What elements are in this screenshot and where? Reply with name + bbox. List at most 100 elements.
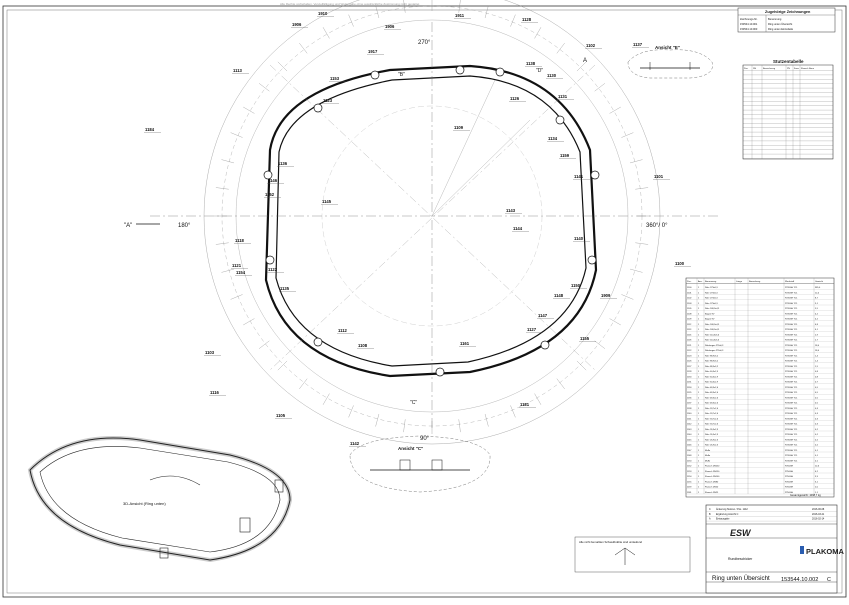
- parts-cell-21-2: Rohr 48,3x2,6: [705, 396, 719, 399]
- parts-cell-10-0: 1118: [687, 340, 692, 342]
- detail-c-title: Ansicht "C": [398, 446, 423, 451]
- parts-cell-24-2: Rohr 33,7x2,6: [705, 412, 719, 415]
- parts-cell-17-5: P235GH TC1: [785, 376, 798, 378]
- parts-cell-29-1: 1: [698, 439, 700, 441]
- parts-cell-12-6: 18,0: [815, 350, 820, 352]
- ref-table-frame: [737, 7, 836, 33]
- parts-cell-18-5: P235GH TC1: [785, 382, 798, 384]
- callout-1138: 1138: [526, 61, 536, 66]
- parts-cell-14-0: 1126: [687, 361, 692, 363]
- tick-33: [348, 14, 354, 27]
- rev-1-date: 2016-03-21: [812, 513, 825, 516]
- parts-cell-38-6: 2,0: [815, 487, 819, 489]
- callout-1105: 1105: [276, 413, 286, 418]
- parts-cell-36-2: Flansch DN100: [705, 476, 720, 478]
- callout-1184: 1184: [145, 127, 155, 132]
- ref-row-0-no: Zeichnungs-Nr.: [740, 17, 758, 21]
- view-label-a-left: "A": [124, 223, 132, 229]
- stutzen-header-2: Bezeichnung: [763, 68, 776, 70]
- parts-cell-13-5: P235GH TC1: [785, 355, 798, 357]
- parts-cell-21-0: 1136: [687, 397, 692, 399]
- parts-cell-8-1: 1: [698, 329, 700, 331]
- parts-cell-1-1: 1: [698, 292, 700, 294]
- parts-cell-28-5: P235GH TC1: [785, 434, 798, 436]
- parts-cell-6-1: 1: [698, 319, 700, 321]
- tick-45: [621, 132, 634, 138]
- parts-cell-38-5: P250GH: [785, 487, 793, 489]
- iso-ring-outer: [29, 437, 291, 561]
- parts-cell-31-6: 0,1: [815, 450, 819, 452]
- parts-cell-34-6: 12,6: [815, 466, 820, 468]
- parts-cell-3-0: 1103: [687, 303, 692, 305]
- parts-cell-1-5: P235GH TC1: [785, 292, 798, 294]
- parts-cell-7-6: 6,8: [815, 324, 819, 326]
- angle-ray: [431, 79, 496, 217]
- iso-nozzle-3: [159, 547, 169, 559]
- parts-cell-0-5: P235GH TC1: [785, 287, 798, 289]
- parts-cell-9-2: Rohr 114,3x3,6: [705, 333, 720, 336]
- callout-1155: 1155: [580, 336, 590, 341]
- parts-cell-21-5: P235GH TC1: [785, 397, 798, 399]
- parts-cell-19-1: 1: [698, 387, 700, 389]
- parts-cell-21-6: 0,5: [815, 397, 819, 399]
- callout-1906: 1906: [292, 22, 302, 27]
- stutzen-table-frame: [742, 64, 834, 160]
- parts-cell-5-2: Bogen 90°: [705, 313, 715, 315]
- parts-cell-32-5: P235GH TC1: [785, 455, 798, 457]
- parts-cell-30-6: 0,2: [815, 445, 819, 447]
- tick-16: [322, 393, 330, 405]
- parts-cell-2-1: 1: [698, 298, 700, 300]
- parts-cell-38-2: Flansch DN50: [705, 487, 719, 489]
- tick-32: [322, 27, 330, 39]
- tick-19: [258, 340, 270, 349]
- radial-ticks: [214, 0, 650, 434]
- callout-1103: 1103: [205, 350, 215, 355]
- tick-15: [348, 405, 354, 418]
- callout-1102: 1102: [586, 43, 596, 48]
- ref-row-1-name: Ring unten Übersicht: [768, 22, 793, 26]
- parts-cell-26-5: P235GH TC1: [785, 424, 798, 426]
- callout-1108: 1108: [358, 343, 368, 348]
- parts-cell-0-0: 1100: [687, 287, 692, 289]
- callout-1141: 1141: [574, 174, 584, 179]
- parts-cell-32-0: 1148: [687, 455, 692, 457]
- parts-cell-4-0: 1105: [687, 308, 692, 310]
- parts-cell-12-2: Rohrbogen 273x6,3: [705, 349, 724, 352]
- parts-cell-11-6: 18,0: [815, 345, 820, 347]
- tick-21: [230, 294, 243, 300]
- parts-cell-27-2: Rohr 26,9x2,3: [705, 428, 719, 431]
- parts-cell-35-2: Flansch DN150: [705, 471, 720, 473]
- parts-cell-19-2: Rohr 48,3x2,6: [705, 386, 719, 389]
- nozzle-10: [495, 67, 505, 77]
- parts-cell-17-2: Rohr 60,3x2,9: [705, 375, 719, 378]
- tick-25: [215, 187, 229, 190]
- parts-cell-25-5: P235GH TC1: [785, 418, 798, 420]
- view-label-b: "B": [398, 72, 405, 78]
- detail-e-title: Ansicht "E": [655, 45, 680, 50]
- angle-label-180: 180°: [178, 223, 191, 229]
- parts-cell-28-0: 1144: [687, 434, 692, 436]
- tick-28: [243, 106, 255, 114]
- parts-cell-9-0: 1116: [687, 334, 692, 336]
- parts-header-4: Bemerkung: [749, 280, 761, 283]
- centerline-diagonal: [269, 64, 596, 371]
- parts-cell-1-2: Rohr 273x6,3: [705, 291, 718, 294]
- parts-cell-24-5: P235GH TC1: [785, 413, 798, 415]
- parts-cell-36-6: 3,9: [815, 476, 819, 478]
- parts-cell-11-1: 1: [698, 345, 700, 347]
- callout-1131: 1131: [558, 94, 568, 99]
- rev-1-text: Ergänzung Ansicht C: [716, 513, 739, 516]
- nozzle-2: [555, 115, 565, 125]
- callout-1113: 1113: [233, 68, 243, 73]
- parts-cell-15-1: 1: [698, 366, 700, 368]
- nozzle-6: [435, 367, 445, 377]
- parts-cell-7-2: Rohr 168,3x4,5: [705, 323, 720, 326]
- parts-cell-20-1: 1: [698, 392, 700, 394]
- tick-41: [556, 42, 565, 54]
- parts-cell-34-2: Flansch DN250: [705, 466, 720, 468]
- tick-4: [609, 318, 621, 326]
- parts-header-1: Anz.: [698, 280, 703, 283]
- iso-view-3d: 3D-Ansicht (Ring unten): [27, 436, 293, 563]
